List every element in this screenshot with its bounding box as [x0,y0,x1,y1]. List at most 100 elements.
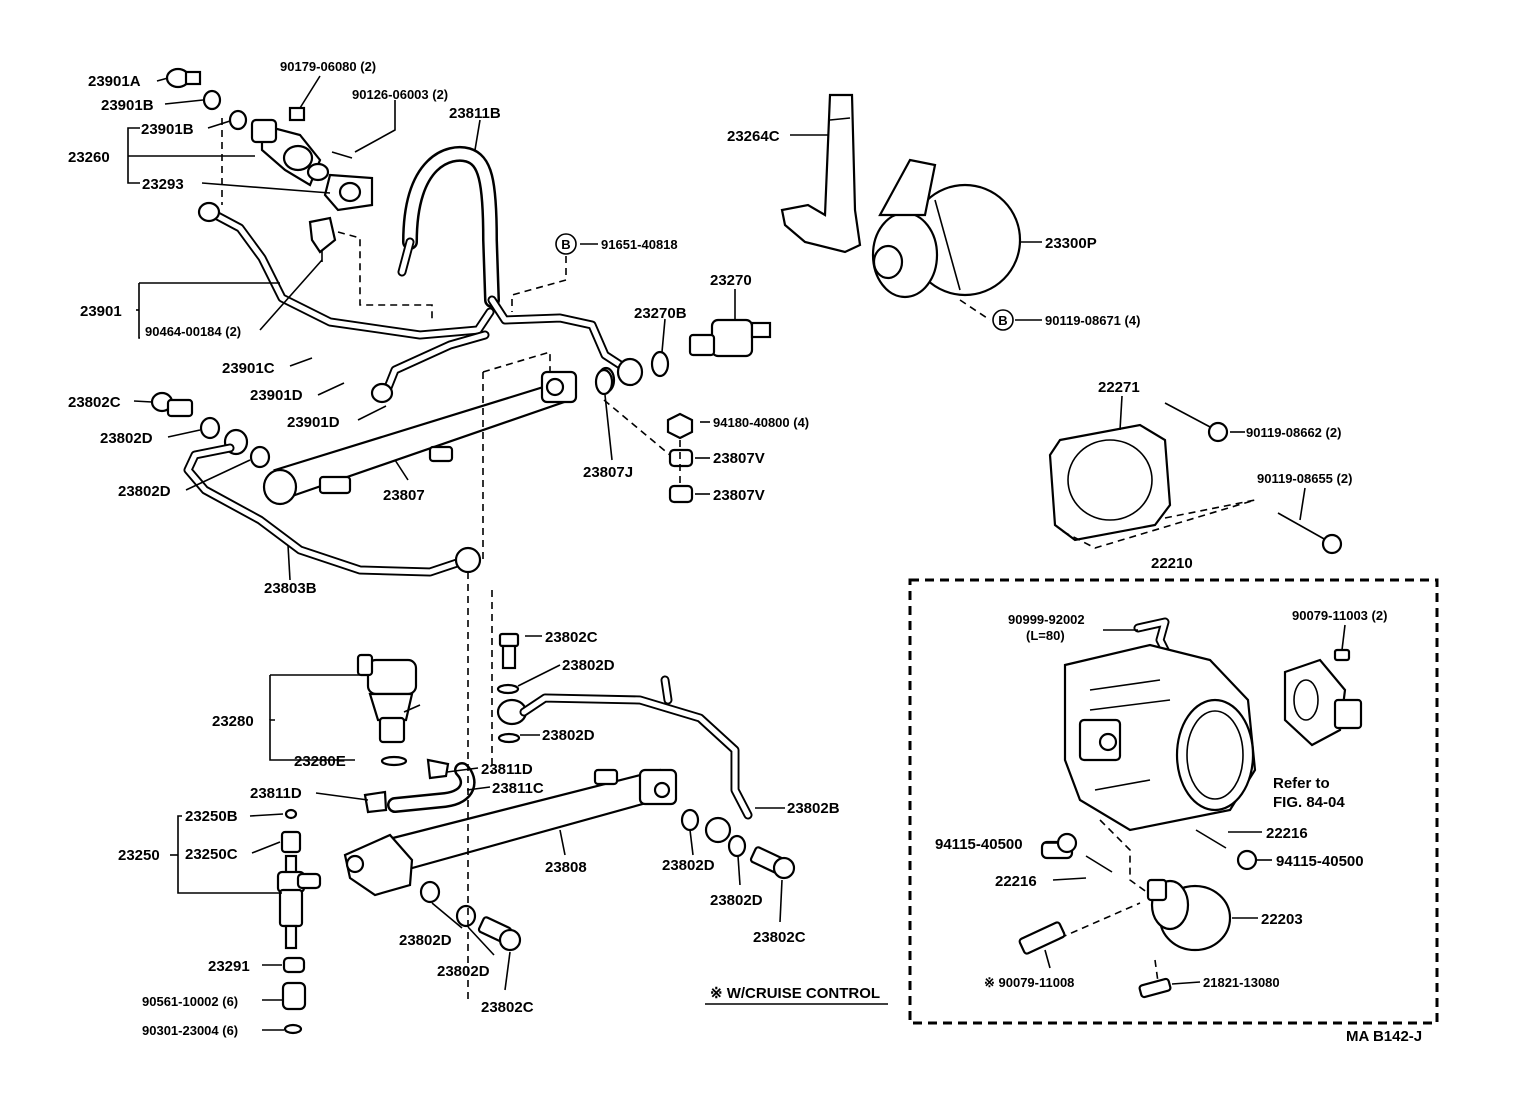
part-23260-isc-valve[interactable] [250,118,330,187]
part-23802D-gasket-upper[interactable] [199,416,271,469]
leader-lines [127,75,1346,1031]
label-23811D: 23811D [250,785,302,802]
part-throttle-position-sensor[interactable] [1283,658,1363,747]
part-90301-o-ring[interactable] [283,1023,303,1035]
part-90119-08655-bolt[interactable] [1277,512,1343,555]
label-23250B: 23250B [185,808,238,825]
svg-text:B: B [561,237,570,252]
label-90126: 90126-06003 (2) [352,87,448,102]
cruise-control-note: ※ W/CRUISE CONTROL [710,985,880,1002]
label-90119-08655: 90119-08655 (2) [1257,471,1352,486]
label-23300P: 23300P [1045,235,1097,252]
part-23807-delivery-pipe[interactable] [262,370,578,506]
label-23802D: 23802D [562,657,615,674]
label-94115: 94115-40500 [1276,853,1364,870]
label-23802D: 23802D [118,483,171,500]
label-22216: 22216 [995,873,1037,890]
part-23811C-hose[interactable] [387,762,476,813]
label-23901A: 23901A [88,73,141,90]
part-23802C-union-bolt-upper[interactable] [150,391,194,418]
part-23803B-return-pipe[interactable] [183,443,482,577]
marker-b-top: B [555,233,577,255]
label-23803B: 23803B [264,580,317,597]
label-23802D: 23802D [542,727,595,744]
part-90079-11008-screw[interactable] [1018,921,1066,955]
part-23270-vsv[interactable] [688,318,772,358]
label-23264C: 23264C [727,128,780,145]
label-23250C: 23250C [185,846,238,863]
part-22210-throttle-body[interactable] [1040,643,1257,860]
part-23811B-fuel-hose[interactable] [397,146,630,373]
part-23802B-fuel-pipe[interactable] [496,675,753,844]
part-23807V-insulator[interactable] [668,448,694,504]
label-94180: 94180-40800 (4) [713,415,809,430]
part-90179-bolt[interactable] [288,106,306,122]
part-23808-delivery-pipe[interactable] [343,768,678,897]
label-23802D: 23802D [437,963,490,980]
label-90999-length: (L=80) [1026,628,1065,643]
part-23811D-clamp[interactable] [363,758,450,814]
part-23264C-bracket[interactable] [780,93,862,254]
label-90079-11008: ※ 90079-11008 [984,975,1074,990]
label-22210-group: 22210 [1151,555,1193,572]
part-23802C-union-bolt-mid[interactable] [498,632,520,670]
part-22216-stud[interactable] [1085,829,1227,873]
part-23807J-gasket[interactable] [594,368,614,396]
label-23807: 23807 [383,487,425,504]
part-23291-o-ring[interactable] [282,956,306,974]
label-23802D: 23802D [710,892,763,909]
part-23270B-gasket[interactable] [650,350,670,378]
label-23280E: 23280E [294,753,346,770]
part-90561-grommet[interactable] [281,981,307,1011]
part-94180-nut[interactable] [666,412,694,440]
part-23802C-union-bolts-lower[interactable] [477,846,796,952]
label-23901D: 23901D [287,414,340,431]
label-90119-08671: 90119-08671 (4) [1045,313,1140,328]
label-23901: 23901 [80,303,122,320]
part-23250-injector[interactable] [276,808,322,950]
part-23280-pressure-regulator[interactable] [356,653,421,744]
part-90079-11003-screw[interactable] [1333,648,1351,662]
label-23270: 23270 [710,272,752,289]
part-22271-gasket[interactable] [1048,423,1172,542]
label-90079-11003: 90079-11003 (2) [1292,608,1387,623]
label-23901B: 23901B [101,97,154,114]
part-23901-fuel-pipe[interactable] [197,201,495,404]
part-22203-dashpot[interactable] [1146,878,1232,952]
label-23802B: 23802B [787,800,840,817]
label-23811D: 23811D [481,761,533,778]
part-labels: 23901A 23901B 23901B 23260 23293 90179-0… [68,59,1387,1038]
label-23291: 23291 [208,958,250,975]
label-23901C: 23901C [222,360,275,377]
part-23293-gasket[interactable] [323,173,374,212]
label-23901B: 23901B [141,121,194,138]
label-23293: 23293 [142,176,184,193]
part-23802D-gasket-mid[interactable] [496,683,521,744]
label-23802C: 23802C [545,629,598,646]
label-23807J: 23807J [583,464,633,481]
label-22271: 22271 [1098,379,1140,396]
part-23901B-gasket[interactable] [202,89,248,131]
part-94115-nut[interactable] [1056,832,1258,871]
part-23300P-actuator[interactable] [871,158,1022,299]
label-23250: 23250 [118,847,160,864]
label-23901D: 23901D [250,387,303,404]
svg-text:B: B [998,313,1007,328]
label-22203: 22203 [1261,911,1303,928]
label-23807V: 23807V [713,487,765,504]
label-refer-line1: Refer to [1273,775,1330,792]
label-23802C: 23802C [753,929,806,946]
label-90999: 90999-92002 [1008,612,1085,627]
assembly-dashed-lines [221,118,1256,1000]
part-90119-08662-bolt[interactable] [1164,402,1229,443]
label-refer-line2: FIG. 84-04 [1273,794,1345,811]
part-23280E-o-ring[interactable] [380,755,408,767]
label-94115: 94115-40500 [935,836,1023,853]
part-90126-stud[interactable] [331,151,353,159]
part-21821-13080-screw[interactable] [1138,977,1172,999]
part-23802D-gaskets-lower[interactable] [419,808,747,928]
part-90464-clamp[interactable] [308,216,337,262]
part-23901A-union-bolt[interactable] [165,67,202,89]
label-21821: 21821-13080 [1203,975,1280,990]
